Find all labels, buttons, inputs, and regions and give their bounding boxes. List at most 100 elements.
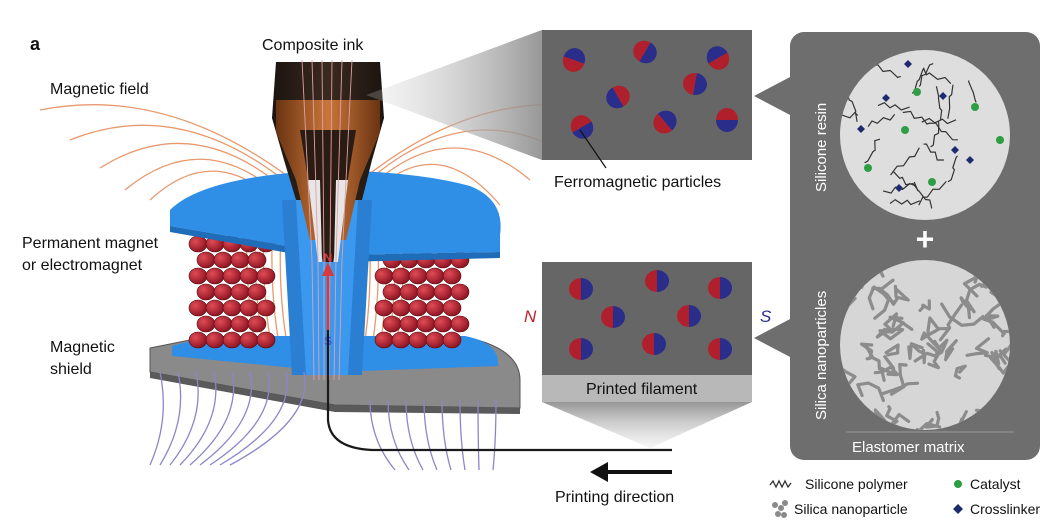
silicone-polymer-chain: [921, 117, 957, 125]
magnet-ball: [230, 251, 250, 269]
silicone-polymer-chain: [935, 86, 943, 121]
silica-chain: [959, 296, 972, 320]
magnet-ball: [222, 267, 242, 285]
ferromagnetic-particle: [606, 85, 630, 109]
magnet-ball: [425, 331, 445, 349]
magnet-ball: [239, 267, 259, 285]
field-line: [199, 371, 252, 466]
legend-catalyst: Catalyst: [970, 476, 1021, 492]
magnet-ball: [391, 267, 411, 285]
silicone-polymer-icon: [769, 479, 792, 489]
field-line: [459, 399, 466, 471]
ferromagnetic-particles-label: Ferromagnetic particles: [554, 174, 721, 191]
magnet-ball: [450, 315, 470, 333]
field-line: [441, 399, 452, 471]
silicone-polymer-chain: [892, 170, 919, 192]
ferromagnetic-particle: [633, 40, 657, 64]
magnet-ball: [256, 299, 276, 317]
field-line: [328, 59, 333, 381]
field-line: [333, 59, 343, 381]
magnet-ball: [188, 235, 208, 253]
zoom-cone-bottom: [542, 402, 752, 448]
crosslinker-mark: [951, 146, 959, 154]
magnet-ball: [374, 267, 394, 285]
magnet-ball: [442, 299, 462, 317]
silicone-polymer-chain: [902, 110, 931, 125]
magnet-ball: [213, 251, 233, 269]
nozzle-n-label: N: [324, 251, 333, 265]
magnet-ball: [256, 331, 276, 349]
legend-crosslinker: Crosslinker: [970, 501, 1040, 517]
panel-letter: a: [30, 34, 41, 54]
aligned-particle: [569, 278, 593, 300]
silica-chain: [867, 285, 896, 311]
silicone-resin-label: Silicone resin: [813, 103, 830, 192]
field-line: [229, 371, 306, 466]
silica-chain: [918, 299, 931, 312]
ferromagnetic-particle: [653, 110, 677, 134]
crosslinker-mark: [966, 156, 974, 164]
silica-chain: [940, 302, 985, 327]
field-line: [423, 399, 438, 471]
magnet-ball: [222, 331, 242, 349]
field-line: [321, 59, 325, 380]
elastomer-matrix-panel: + Silicone resin Silica nanoparticles El…: [754, 32, 1040, 460]
field-line: [311, 59, 320, 381]
magnetic-field-label: Magnetic field: [50, 81, 149, 98]
magnet-ball: [205, 267, 225, 285]
silica-chain: [888, 315, 914, 331]
magnet-ball: [408, 267, 428, 285]
catalyst-dot: [901, 126, 909, 134]
field-lines-bottom: [149, 371, 497, 471]
silica-chain: [913, 339, 944, 363]
magnet-ball: [230, 315, 250, 333]
crosslinker-mark: [882, 94, 890, 102]
magnet-ball: [213, 315, 233, 333]
silica-chain: [880, 381, 920, 396]
magnet-ball: [382, 315, 402, 333]
plus-sign: +: [916, 221, 935, 257]
catalyst-dot: [996, 136, 1004, 144]
magnet-ball: [239, 299, 259, 317]
field-line: [387, 399, 410, 471]
aligned-particle: [677, 305, 701, 327]
magnet-ball: [374, 299, 394, 317]
field-line: [405, 399, 424, 471]
field-line: [39, 104, 321, 203]
silica-chain: [859, 342, 874, 361]
magnet-ball: [188, 267, 208, 285]
silica-chain: [1002, 333, 1010, 356]
legend-silicone-polymer: Silicone polymer: [805, 476, 908, 492]
magnet-ball: [408, 331, 428, 349]
silica-chain: [884, 343, 900, 357]
silicone-polymer-chain: [930, 121, 940, 148]
field-line: [301, 59, 315, 381]
silica-chain: [965, 337, 991, 357]
aligned-particle: [569, 338, 593, 360]
crosslinker-icon: [953, 504, 963, 514]
silica-chain: [982, 303, 1006, 336]
silicone-resin-circle: [840, 50, 1010, 220]
silica-chain: [893, 284, 910, 302]
silica-chain: [924, 410, 941, 429]
magnet-ball: [433, 315, 453, 333]
silica-chain: [907, 342, 924, 360]
ferromagnetic-panel: [542, 30, 752, 169]
silicone-polymer-chain: [918, 63, 934, 87]
magnet-ball: [188, 331, 208, 349]
silicone-polymer-chain: [913, 181, 933, 209]
magnet-ball: [425, 299, 445, 317]
silicone-polymer-chain: [875, 63, 901, 79]
silicone-polymer-chain: [840, 111, 859, 121]
printing-direction-arrow: [590, 462, 672, 482]
magnet-ball: [408, 299, 428, 317]
printed-filament-label: Printed filament: [586, 381, 698, 398]
magnet-ball: [416, 283, 436, 301]
field-line: [169, 371, 199, 466]
magnet-ball: [196, 315, 216, 333]
magnet-ball: [391, 299, 411, 317]
aligned-particle: [642, 333, 666, 355]
silica-chain: [926, 316, 950, 338]
magnet-ball: [196, 251, 216, 269]
silicone-polymer-chain: [877, 101, 910, 111]
